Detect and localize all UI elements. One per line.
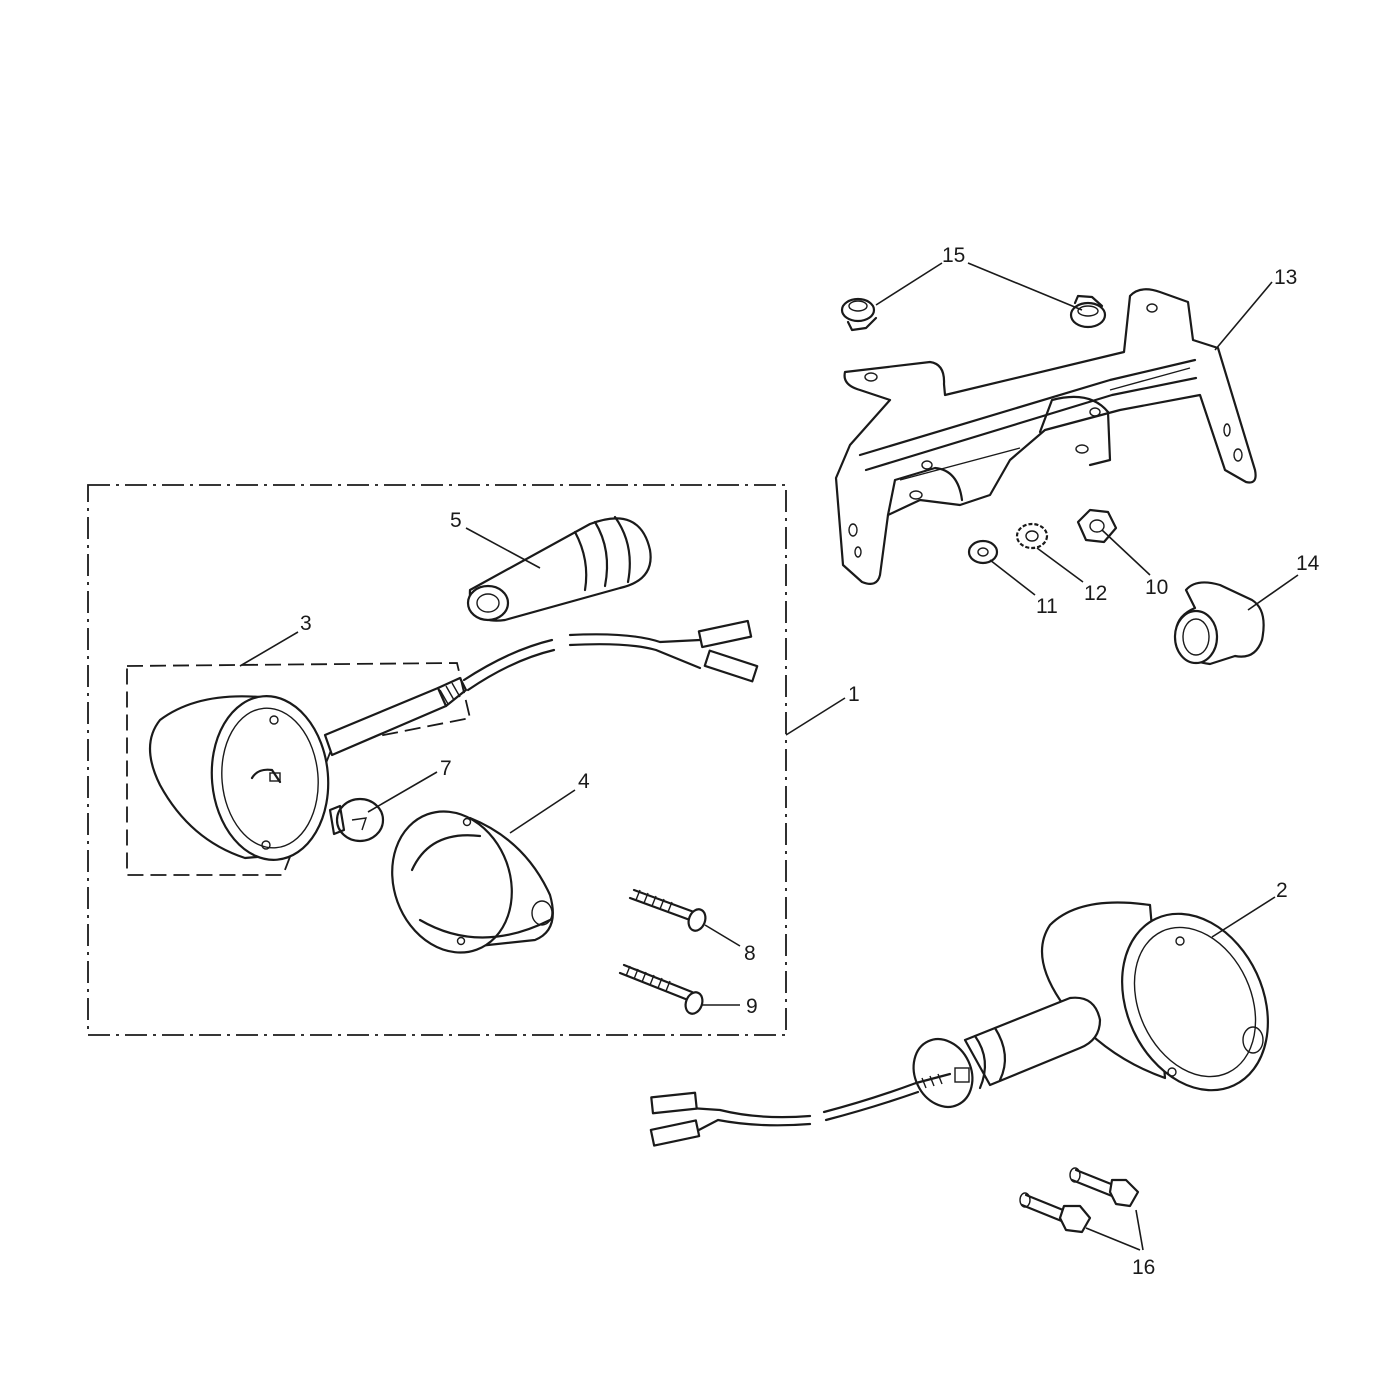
callout-2: 2 [1276, 879, 1288, 902]
indicator-body-left [149, 619, 759, 861]
callout-5: 5 [450, 509, 462, 532]
callout-16: 16 [1132, 1256, 1155, 1279]
callout-13: 13 [1274, 266, 1297, 289]
callout-9: 9 [746, 995, 758, 1018]
bulb [328, 797, 385, 843]
screw-8 [628, 888, 707, 932]
callout-10: 10 [1145, 576, 1168, 599]
plain-washer [967, 539, 999, 565]
screw-9 [618, 963, 704, 1015]
leader-lines [239, 262, 1299, 1251]
flange-bolt-upper [1069, 1167, 1140, 1208]
mounting-bracket [834, 288, 1257, 585]
rubber-grommet [466, 515, 652, 622]
rubber-sleeve [1173, 581, 1265, 666]
callout-11: 11 [1036, 595, 1058, 618]
callout-3: 3 [300, 612, 312, 635]
callout-4: 4 [578, 770, 590, 793]
callout-7: 7 [440, 757, 452, 780]
flange-bolt-lower [1019, 1192, 1092, 1234]
kit-boundary-dashed-box [87, 484, 787, 1036]
lens [391, 810, 554, 954]
indicator-assembly-right [649, 901, 1269, 1147]
callout-12: 12 [1084, 582, 1107, 605]
callout-1: 1 [848, 683, 860, 706]
callout-8: 8 [744, 942, 756, 965]
callout-15: 15 [942, 244, 965, 267]
callout-14: 14 [1296, 552, 1320, 575]
callout-labels: 1 2 3 4 5 7 8 9 10 11 12 13 14 15 16 [300, 244, 1320, 1279]
cable-clip-left [840, 297, 878, 332]
serrated-lock-washer [1015, 522, 1049, 550]
cable-clip-right [1069, 294, 1107, 329]
lamp-unit-dashed-outline [126, 662, 472, 876]
